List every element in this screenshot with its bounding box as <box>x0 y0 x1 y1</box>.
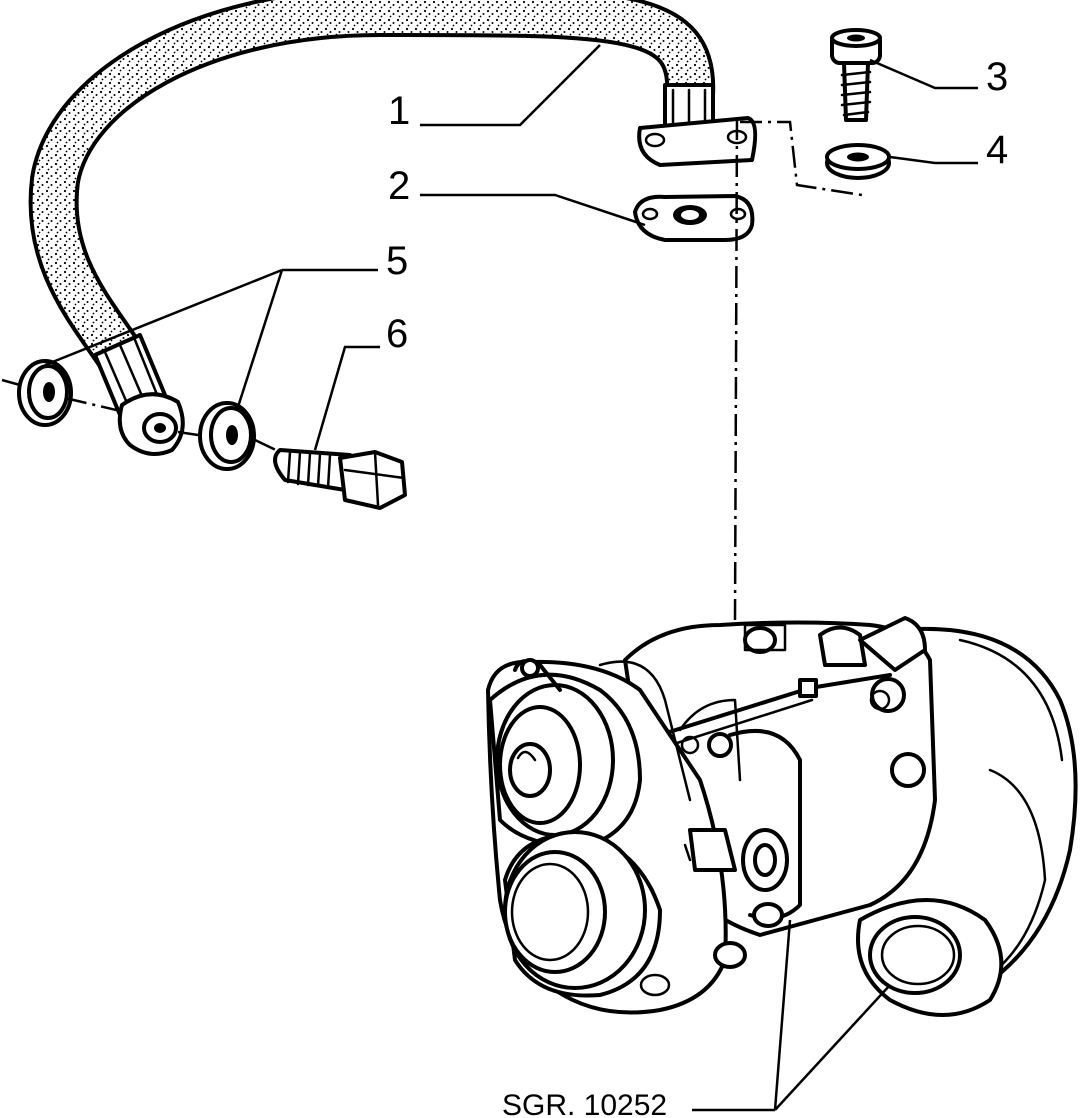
callout-5: 5 <box>386 239 408 283</box>
assembly-centre-lines <box>1 117 863 621</box>
drawing-reference-code: SGR. 10252 <box>502 1089 667 1118</box>
callout-2: 2 <box>388 164 410 208</box>
sealing-washer-right <box>198 401 256 471</box>
flange-gasket <box>633 194 755 242</box>
turbocharger <box>486 616 1078 1017</box>
callout-leaders <box>44 44 978 1112</box>
socket-head-screw <box>830 28 882 122</box>
washer-4 <box>825 143 891 180</box>
callout-4: 4 <box>986 128 1008 172</box>
callout-6: 6 <box>386 312 408 356</box>
callout-3: 3 <box>986 55 1008 99</box>
banjo-bolt <box>273 448 407 510</box>
sealing-washer-left <box>17 359 73 427</box>
callout-1: 1 <box>388 89 410 133</box>
